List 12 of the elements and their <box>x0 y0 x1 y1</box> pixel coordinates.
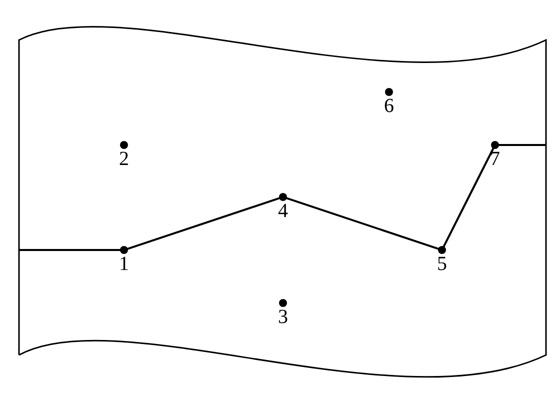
line-segment <box>498 144 546 146</box>
point-label: 2 <box>119 149 129 169</box>
line-segment <box>19 249 120 251</box>
point-label: 5 <box>437 254 447 274</box>
point-label: 1 <box>119 254 129 274</box>
point-label: 7 <box>490 149 500 169</box>
line-segment <box>286 197 439 250</box>
point-label: 4 <box>278 201 288 221</box>
line-segment <box>442 148 494 248</box>
line-segment <box>127 197 280 250</box>
point-label: 3 <box>278 307 288 327</box>
point-label: 6 <box>384 96 394 116</box>
